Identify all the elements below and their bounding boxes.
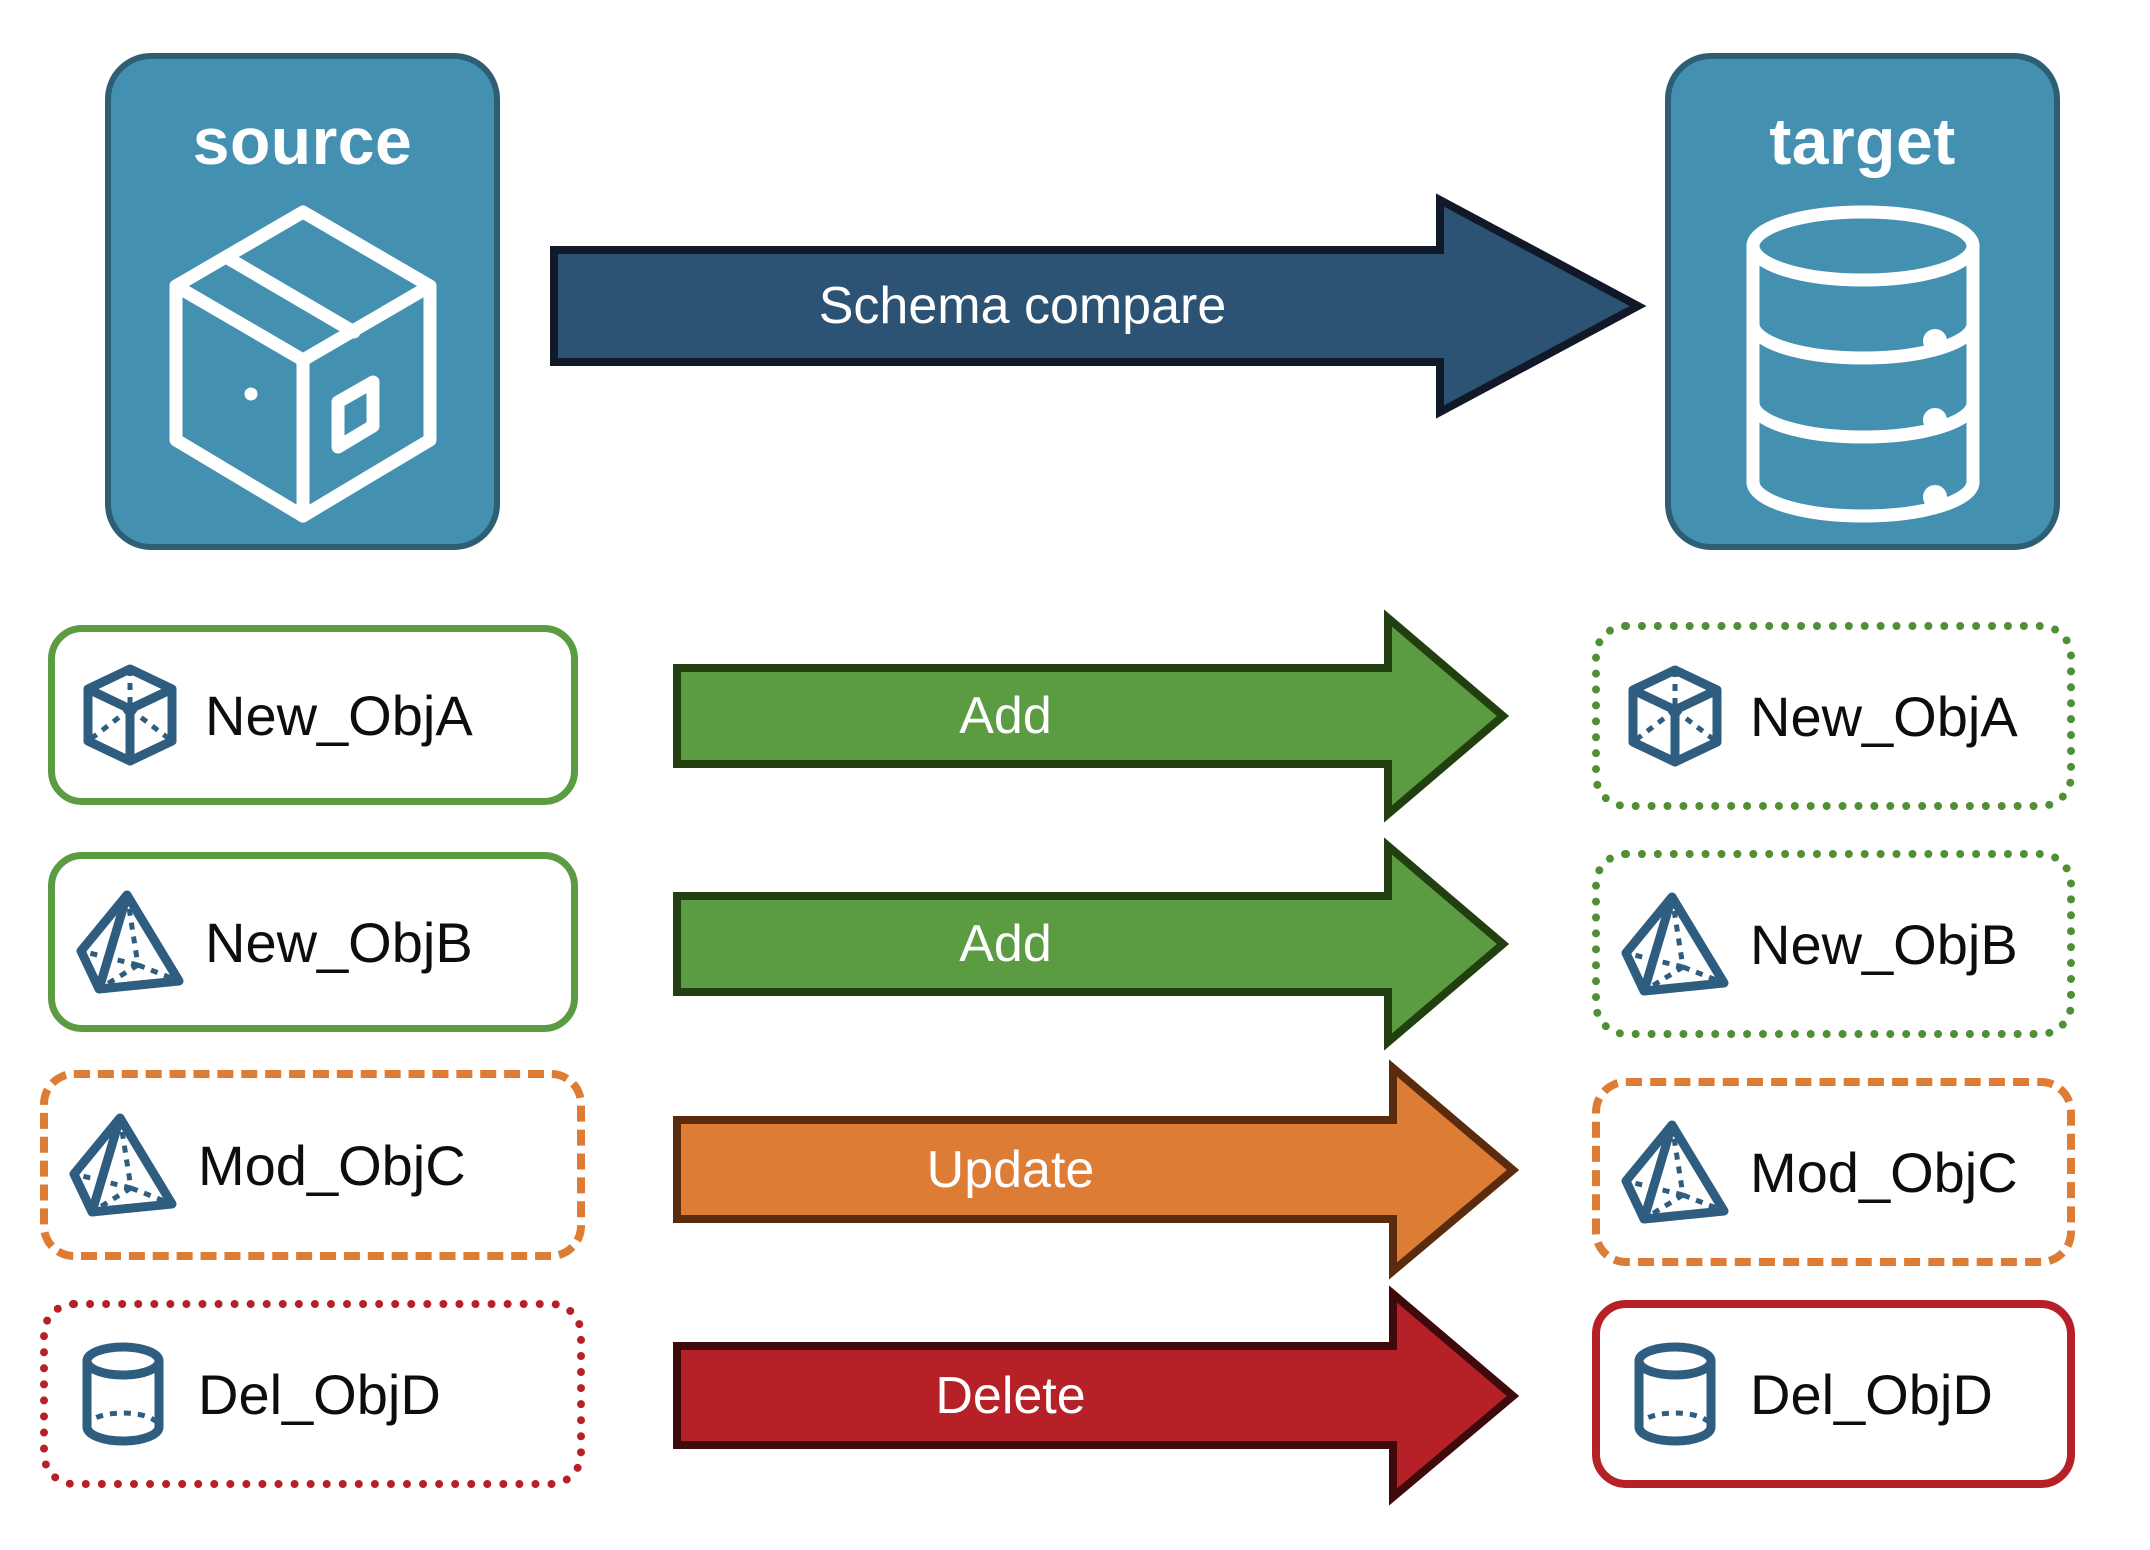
target-object-name: Mod_ObjC — [1750, 1140, 2018, 1204]
target-object-chip-del-objd[interactable]: Del_ObjD — [1592, 1300, 2075, 1488]
source-object-chip-del-objd[interactable]: Del_ObjD — [40, 1300, 585, 1488]
target-endpoint-label: target — [1769, 104, 1956, 178]
database-cylinder-icon — [1671, 204, 2054, 524]
target-object-chip-new-obja[interactable]: New_ObjA — [1592, 622, 2075, 810]
pyramid-wireframe-icon — [55, 889, 205, 995]
add-arrow-label-row-1: Add — [959, 687, 1052, 745]
target-endpoint-card[interactable]: target — [1665, 53, 2060, 550]
source-endpoint-label: source — [192, 104, 413, 178]
update-arrow-label-row-3: Update — [926, 1140, 1095, 1199]
delete-arrow-row-4: Delete — [673, 1285, 1520, 1506]
target-object-chip-new-objb[interactable]: New_ObjB — [1592, 850, 2075, 1038]
cylinder-wireframe-icon — [48, 1341, 198, 1447]
source-object-name: Del_ObjD — [198, 1362, 441, 1426]
source-object-chip-mod-objc[interactable]: Mod_ObjC — [40, 1070, 585, 1260]
package-box-icon — [111, 204, 494, 534]
source-object-name: New_ObjB — [205, 910, 473, 974]
pyramid-wireframe-icon — [48, 1112, 198, 1218]
schema-compare-arrow-label: Schema compare — [818, 277, 1227, 335]
cylinder-wireframe-icon — [1600, 1341, 1750, 1447]
add-arrow-row-2: Add — [673, 837, 1510, 1051]
schema-compare-arrow: Schema compare — [550, 192, 1647, 420]
source-endpoint-card[interactable]: source — [105, 53, 500, 550]
source-object-chip-new-objb[interactable]: New_ObjB — [48, 852, 578, 1032]
target-object-name: New_ObjA — [1750, 684, 2018, 748]
cube-wireframe-icon — [55, 663, 205, 767]
target-object-name: New_ObjB — [1750, 912, 2018, 976]
cube-wireframe-icon — [1600, 664, 1750, 768]
source-object-chip-new-obja[interactable]: New_ObjA — [48, 625, 578, 805]
add-arrow-row-1: Add — [673, 609, 1510, 823]
update-arrow-row-3: Update — [673, 1059, 1520, 1280]
pyramid-wireframe-icon — [1600, 1119, 1750, 1225]
target-object-name: Del_ObjD — [1750, 1362, 1993, 1426]
source-object-name: Mod_ObjC — [198, 1133, 466, 1197]
add-arrow-label-row-2: Add — [959, 915, 1052, 973]
target-object-chip-mod-objc[interactable]: Mod_ObjC — [1592, 1078, 2075, 1266]
source-object-name: New_ObjA — [205, 683, 473, 747]
delete-arrow-label-row-4: Delete — [935, 1366, 1086, 1425]
pyramid-wireframe-icon — [1600, 891, 1750, 997]
